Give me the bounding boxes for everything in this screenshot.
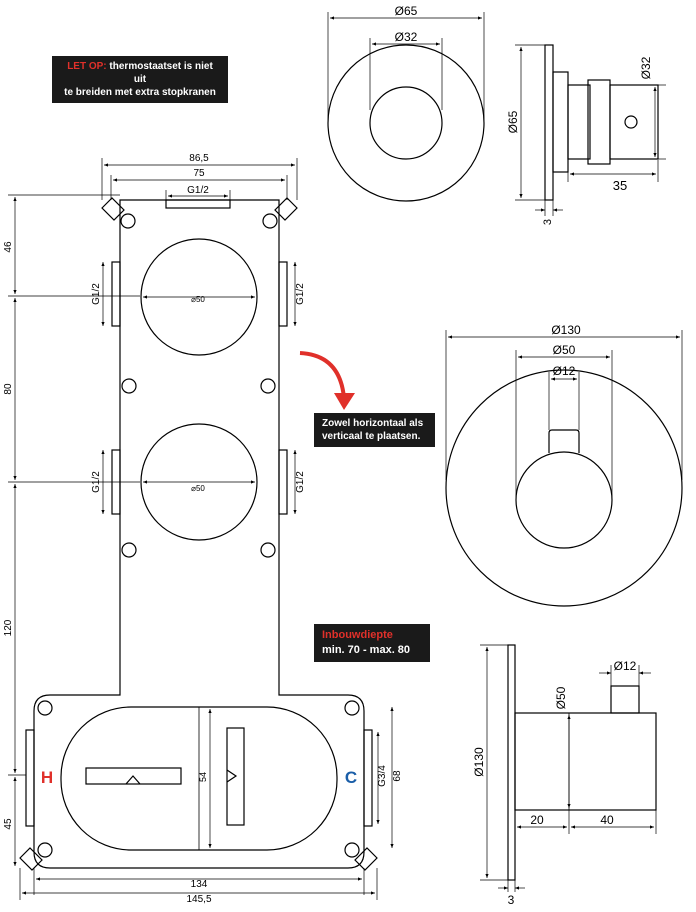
circle-d50-1: ⌀50 bbox=[191, 295, 205, 304]
circle-d50-2: ⌀50 bbox=[191, 484, 205, 493]
small-handle-front: Ø65 Ø32 bbox=[327, 4, 485, 202]
port-g12-right-1: G1/2 bbox=[295, 283, 306, 305]
rosette-side-plate bbox=[507, 644, 516, 881]
note-inbouw-title: Inbouwdiepte bbox=[322, 629, 393, 641]
dim-d50-side: Ø50 bbox=[554, 686, 568, 709]
dim-d12-side: Ø12 bbox=[614, 659, 637, 673]
dim-134: 134 bbox=[191, 879, 208, 890]
dim-45: 45 bbox=[3, 818, 14, 830]
port-g12-left-1: G1/2 bbox=[91, 283, 102, 305]
thread-g34: G3/4 bbox=[377, 765, 388, 787]
dim-3-bottom: 3 bbox=[508, 893, 515, 907]
dim-20: 20 bbox=[530, 813, 544, 827]
rosette-outer-circle bbox=[445, 369, 683, 607]
handle-inner-circle bbox=[369, 86, 443, 160]
dim-120: 120 bbox=[3, 619, 14, 636]
note-orientation: Zowel horizontaal als verticaal te plaat… bbox=[314, 413, 435, 447]
note-zowel-2: verticaal te plaatsen. bbox=[322, 431, 421, 442]
dim-46: 46 bbox=[3, 241, 14, 253]
rotate-arrow-icon bbox=[299, 351, 346, 399]
dim-145-5: 145,5 bbox=[186, 894, 211, 905]
dim-35: 35 bbox=[613, 178, 627, 193]
note-letop-label: LET OP: bbox=[67, 61, 107, 72]
dim-d65-side: Ø65 bbox=[506, 110, 520, 133]
concealed-box: ⌀50 ⌀50 G1/2 G1/2 G1/2 G1/2 54 bbox=[3, 153, 403, 905]
dim-d130-front: Ø130 bbox=[551, 323, 581, 337]
dim-d130-side: Ø130 bbox=[472, 747, 486, 777]
rosette-lever bbox=[548, 429, 580, 453]
note-letop-text-1: thermostaatset is niet uit bbox=[109, 61, 213, 85]
dim-54: 54 bbox=[198, 772, 208, 782]
dim-40: 40 bbox=[600, 813, 614, 827]
dim-3-top: 3 bbox=[542, 219, 554, 225]
dim-80: 80 bbox=[3, 383, 14, 395]
note-zowel-1: Zowel horizontaal als bbox=[322, 418, 424, 429]
box-body-outline bbox=[33, 199, 365, 869]
port-g12-right-2: G1/2 bbox=[295, 471, 306, 493]
hot-label: H bbox=[41, 768, 53, 787]
dim-68: 68 bbox=[392, 770, 403, 782]
note-letop: LET OP: thermostaatset is niet uit te br… bbox=[52, 56, 228, 103]
dim-d32-side: Ø32 bbox=[639, 56, 653, 79]
dim-d32-front: Ø32 bbox=[395, 30, 418, 44]
rosette-side: Ø130 Ø50 Ø12 20 40 3 bbox=[472, 644, 657, 907]
dim-d65-front: Ø65 bbox=[395, 4, 418, 18]
cold-label: C bbox=[345, 768, 357, 787]
port-circle-1 bbox=[140, 238, 258, 356]
note-inbouw-range: min. 70 - max. 80 bbox=[322, 644, 411, 656]
dim-75: 75 bbox=[193, 168, 205, 179]
handle-side-plate bbox=[544, 44, 554, 201]
dim-d12-front: Ø12 bbox=[553, 364, 576, 378]
dim-top-g12: G1/2 bbox=[187, 185, 209, 196]
rosette-mid-circle bbox=[515, 451, 613, 549]
handle-outer-circle bbox=[327, 44, 485, 202]
handle-side-hole bbox=[624, 115, 638, 129]
dim-86-5: 86,5 bbox=[189, 153, 209, 164]
note-letop-text-2: te breiden met extra stopkranen bbox=[64, 87, 216, 98]
dim-d50-front: Ø50 bbox=[553, 343, 576, 357]
note-inbouwdiepte: Inbouwdiepte min. 70 - max. 80 bbox=[314, 624, 430, 662]
rotate-arrow-head-icon bbox=[334, 393, 355, 410]
small-handle-side: Ø65 Ø32 35 3 bbox=[506, 44, 666, 225]
port-circle-2 bbox=[140, 423, 258, 541]
rosette-front: Ø130 Ø50 Ø12 bbox=[445, 323, 683, 607]
